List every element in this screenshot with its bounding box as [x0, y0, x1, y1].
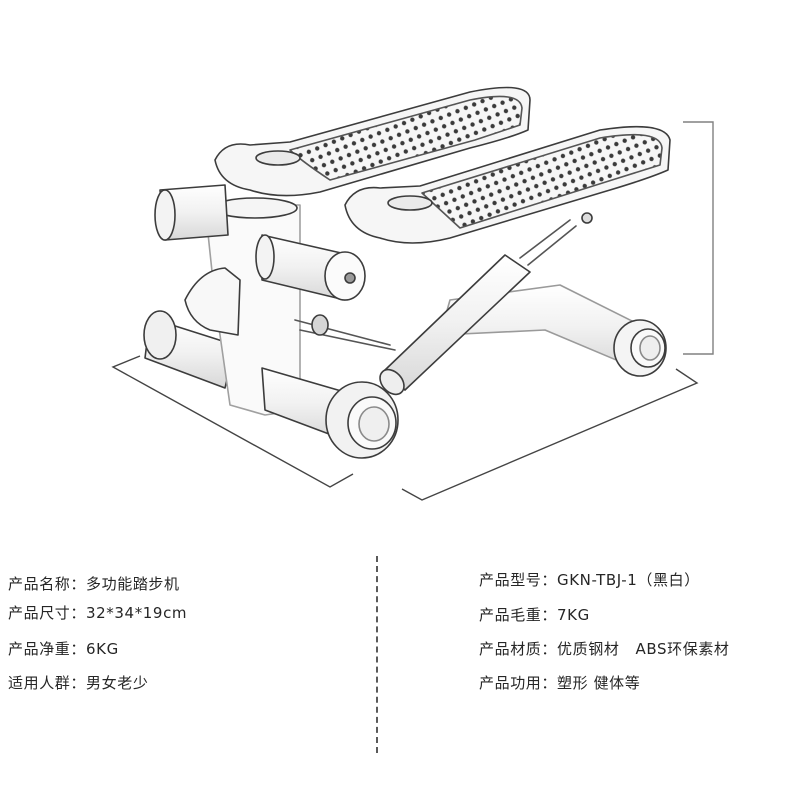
spec-value: 塑形 健体等 [557, 674, 641, 692]
spec-value: GKN-TBJ-1（黑白） [557, 571, 700, 589]
stepper-drawing [143, 86, 671, 459]
spec-label: 产品毛重： [479, 606, 558, 624]
spec-function: 产品功用：塑形 健体等 [479, 673, 640, 693]
spec-value: 6KG [86, 640, 119, 658]
spec-target-users: 适用人群：男女老少 [8, 673, 148, 693]
spec-label: 产品材质： [479, 640, 558, 658]
spec-product-size: 产品尺寸：32*34*19cm [8, 603, 187, 623]
spec-label: 产品型号： [479, 571, 558, 589]
product-illustration [111, 86, 714, 501]
width-bracket [401, 368, 699, 501]
spec-net-weight: 产品净重：6KG [8, 639, 119, 659]
spec-label: 产品功用： [479, 674, 558, 692]
spec-material: 产品材质：优质钢材 ABS环保素材 [479, 639, 730, 659]
length-bracket [111, 355, 354, 488]
spec-value: 多功能踏步机 [86, 575, 180, 593]
spec-gross-weight: 产品毛重：7KG [479, 605, 590, 625]
spec-label: 适用人群： [8, 674, 87, 692]
height-bracket [683, 121, 714, 355]
spec-label: 产品名称： [8, 575, 87, 593]
spec-value: 优质钢材 ABS环保素材 [557, 640, 730, 658]
spec-value: 32*34*19cm [86, 604, 188, 622]
product-specs: 产品名称：多功能踏步机 产品尺寸：32*34*19cm 产品净重：6KG 适用人… [0, 556, 800, 756]
spec-product-name: 产品名称：多功能踏步机 [8, 574, 180, 594]
spec-value: 7KG [557, 606, 590, 624]
column-divider [376, 556, 378, 753]
spec-value: 男女老少 [86, 674, 149, 692]
spec-label: 产品尺寸： [8, 604, 87, 622]
spec-model: 产品型号：GKN-TBJ-1（黑白） [479, 570, 700, 590]
spec-label: 产品净重： [8, 640, 87, 658]
